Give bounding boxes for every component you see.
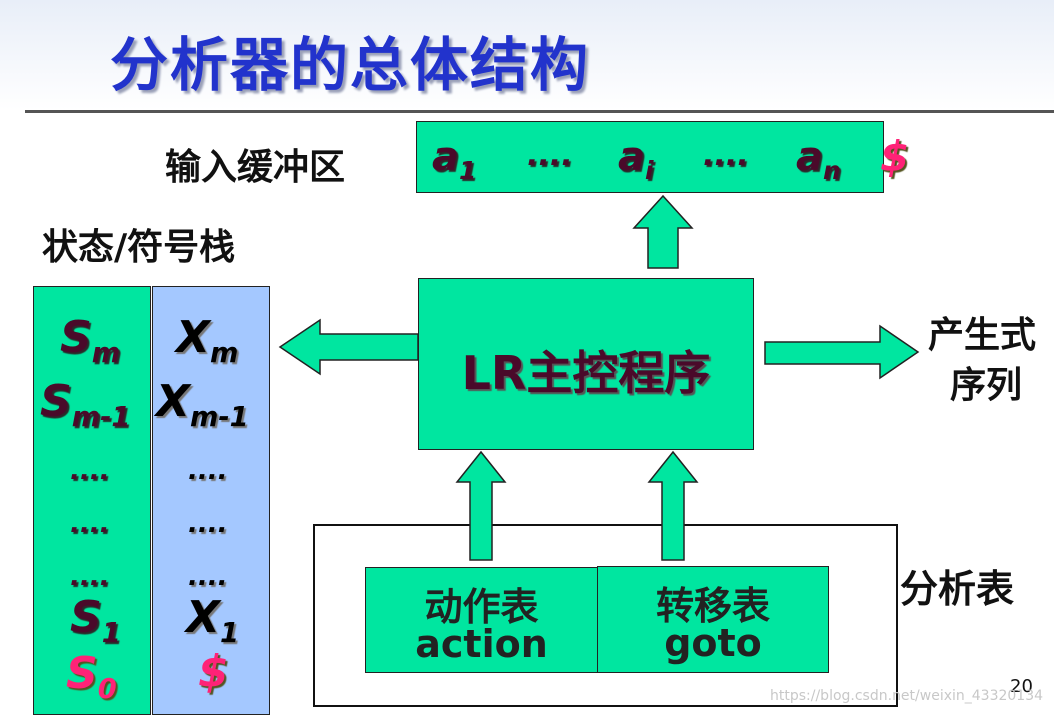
action-table-label-cn: 动作表 (424, 585, 539, 629)
stack-label: 状态/符号栈 (42, 227, 236, 268)
symbol-ellipsis-2: .... (188, 509, 228, 539)
lr-main-control-label: LR主控程序 (461, 346, 711, 400)
input-buffer-box (416, 121, 884, 193)
symbol-x1: X1 (186, 592, 239, 649)
action-table-box: 动作表 action (365, 567, 598, 673)
input-buffer-label: 输入缓冲区 (165, 147, 346, 188)
symbol-ellipsis-3: .... (188, 562, 228, 592)
symbol-ellipsis-1: .... (188, 456, 228, 486)
state-ellipsis-2: .... (70, 509, 110, 539)
action-table-label-en: action (415, 622, 548, 666)
state-stack-column (33, 286, 151, 715)
input-symbol-an: an (796, 134, 841, 185)
input-ellipsis-1: .... (527, 138, 573, 173)
input-symbol-ai: ai (618, 134, 654, 185)
output-label-line1: 产生式 (928, 315, 1037, 356)
state-s1: S1 (70, 592, 121, 649)
watermark: https://blog.csdn.net/weixin_43320134 (770, 688, 1044, 704)
goto-table-label-cn: 转移表 (655, 584, 770, 628)
input-end-marker: $ (880, 132, 910, 181)
page-title: 分析器的总体结构 (110, 31, 591, 99)
arrow-left-to-stack (278, 318, 419, 376)
page-number: 20 (1010, 676, 1033, 697)
parse-table-label: 分析表 (900, 567, 1015, 611)
output-label-line2: 序列 (950, 365, 1023, 406)
state-sm: Sm (60, 312, 121, 369)
title-band (0, 0, 1054, 110)
arrow-up-to-input-buffer (632, 194, 694, 269)
goto-table-box: 转移表 goto (597, 566, 829, 673)
arrow-up-from-action (455, 450, 507, 561)
lr-main-control-box: LR主控程序 (418, 278, 754, 450)
input-symbol-a1: a1 (432, 134, 477, 185)
symbol-xm-1: Xm-1 (156, 376, 249, 433)
symbol-end-marker: $ (198, 646, 229, 697)
symbol-stack-column (152, 286, 270, 715)
symbol-xm: Xm (176, 312, 239, 369)
input-ellipsis-2: .... (703, 138, 749, 173)
state-ellipsis-1: .... (70, 456, 110, 486)
arrow-right-to-output (764, 324, 920, 380)
state-sm-1: Sm-1 (40, 376, 131, 433)
title-divider (25, 110, 1054, 113)
state-s0: S0 (66, 648, 117, 705)
goto-table-label-en: goto (664, 621, 762, 665)
state-ellipsis-3: .... (70, 562, 110, 592)
arrow-up-from-goto (647, 450, 699, 561)
